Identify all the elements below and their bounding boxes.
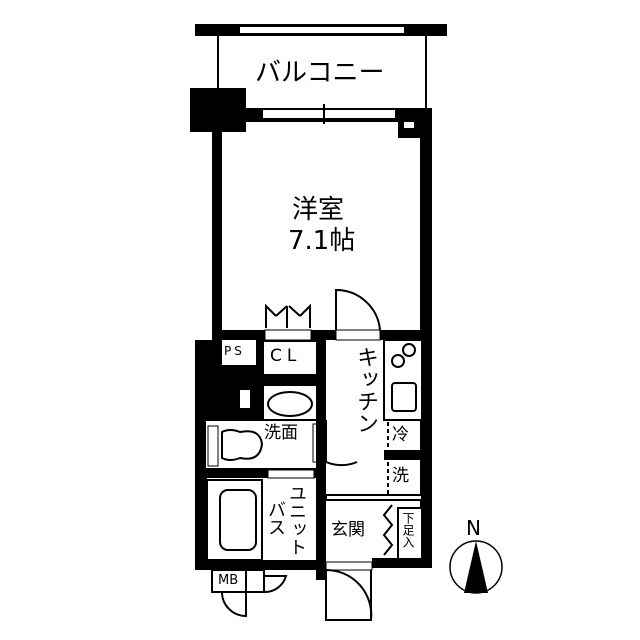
ps-box	[222, 340, 256, 365]
pillar	[190, 88, 246, 132]
sink-icon	[267, 391, 313, 417]
washer-label: 洗	[392, 466, 409, 486]
north-arrow-icon	[464, 541, 488, 593]
refrigerator-label: 冷	[392, 425, 409, 445]
western-room-label: 洋室	[292, 195, 345, 225]
kitchen-label: キッチン	[353, 346, 378, 434]
meter-box-label: MB	[218, 573, 239, 588]
unit-bath-label-1: ユニット	[286, 484, 307, 556]
window	[263, 110, 395, 118]
closet-area	[264, 342, 316, 374]
western-room-size: 7.1帖	[288, 226, 356, 256]
unit-bath-label-2: バス	[265, 500, 286, 536]
toilet-icon	[221, 429, 264, 461]
bathtub-icon	[219, 489, 257, 551]
closet-label: CL	[270, 346, 302, 366]
entrance-label: 玄関	[331, 520, 365, 540]
washroom-label: 洗面	[264, 423, 298, 443]
shoe-box-label: 下足入	[401, 512, 415, 548]
stove-icon	[391, 382, 417, 412]
balcony-label: バルコニー	[255, 58, 385, 88]
compass-north-label: N	[466, 516, 481, 540]
ps-label: PS	[224, 344, 245, 358]
